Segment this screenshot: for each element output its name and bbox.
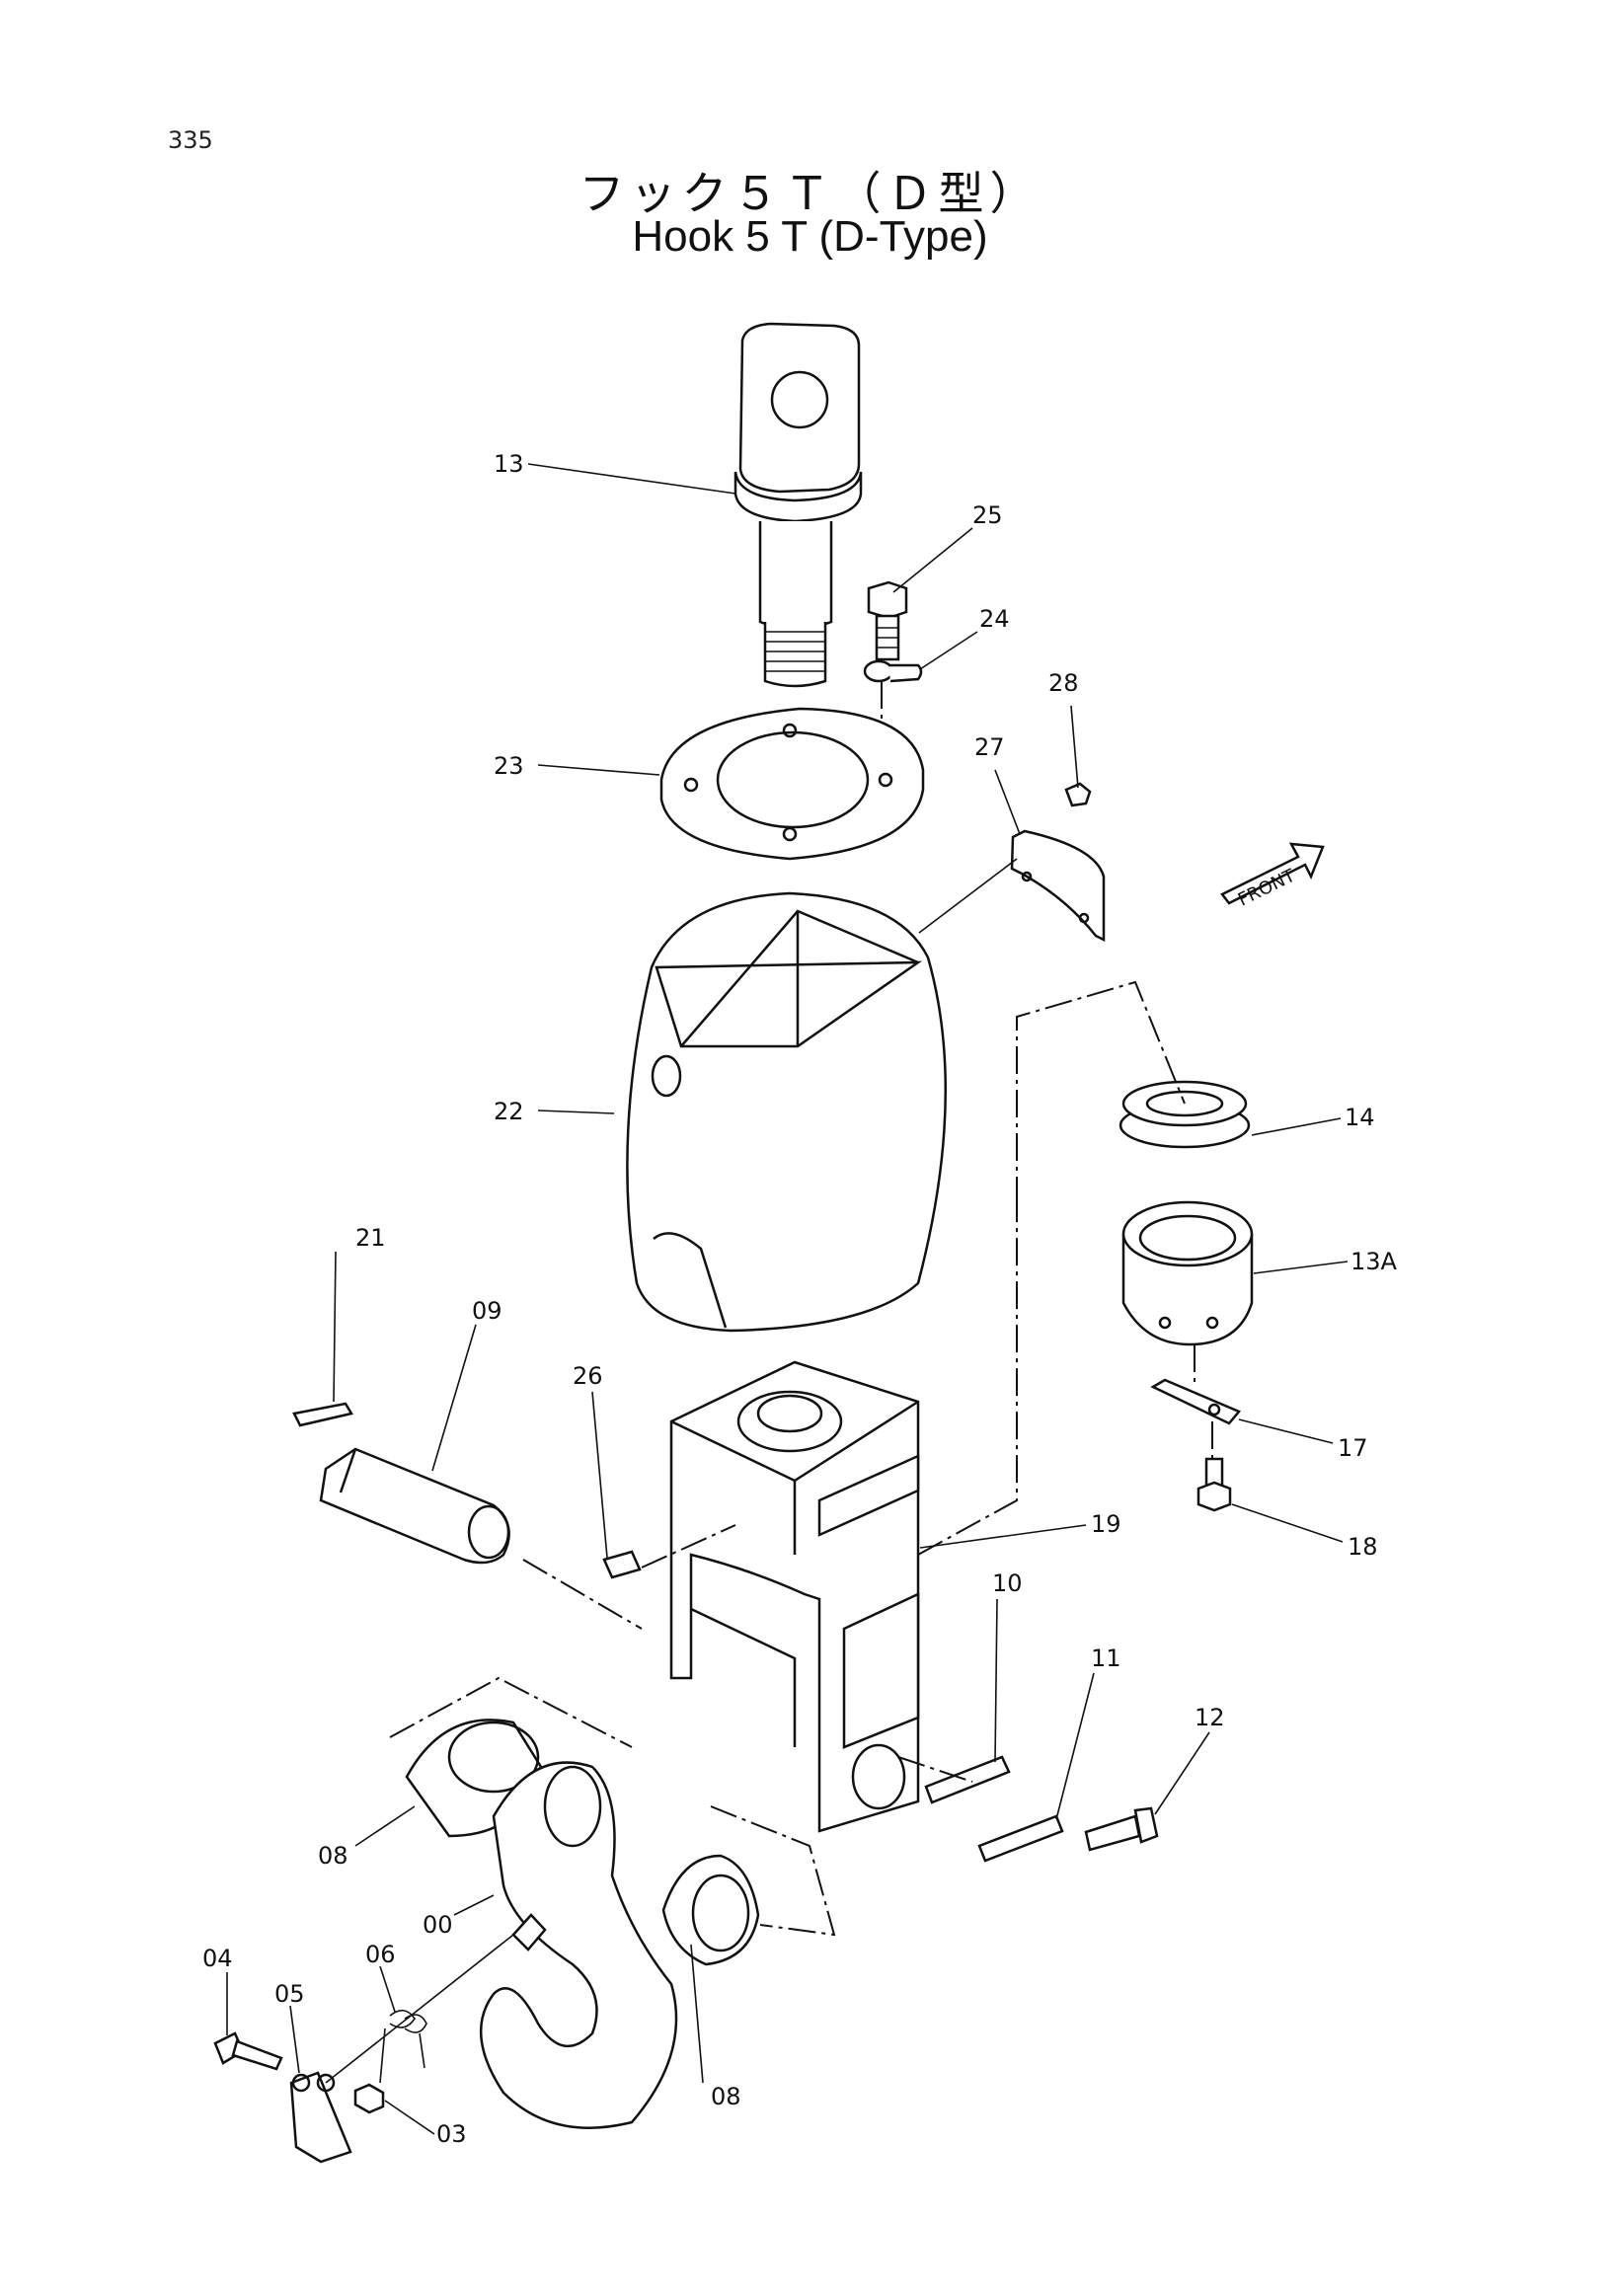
part-19-frame (669, 1360, 920, 1833)
part-03-nut (353, 2083, 385, 2114)
part-08-bushing-right (661, 1854, 760, 1966)
assembly-line-plate (897, 1756, 973, 1783)
part-27-cover-plate (1010, 829, 1106, 943)
label-27: 27 (974, 733, 1005, 761)
label-24: 24 (979, 605, 1010, 633)
label-22: 22 (494, 1098, 524, 1125)
label-18: 18 (1348, 1533, 1378, 1561)
assembly-line-pin (522, 1559, 643, 1630)
part-10-plate (924, 1755, 1011, 1804)
part-22-hook-housing (626, 891, 947, 1333)
label-19: 19 (1091, 1510, 1121, 1538)
part-04-bolt (213, 2031, 283, 2071)
part-13a-hook-nut (1121, 1200, 1254, 1346)
leader-lines (226, 463, 1349, 2135)
leader-27-to-22 (918, 858, 1018, 934)
part-26-grease-nipple (602, 1550, 642, 1579)
label-28: 28 (1048, 669, 1079, 697)
part-14-thrust-bearing (1119, 1080, 1251, 1149)
part-13-eye-shaft (733, 322, 863, 688)
label-04: 04 (202, 1945, 233, 1972)
label-23: 23 (494, 752, 524, 780)
part-24-lock-washer (863, 659, 923, 683)
assembly-line-bearing (1016, 980, 1186, 1204)
assembly-line-frame (917, 1204, 1018, 1556)
part-18-bolt (1196, 1457, 1232, 1512)
label-11: 11 (1091, 1645, 1121, 1672)
label-00: 00 (423, 1911, 453, 1939)
title-english: Hook 5 T (D-Type) (632, 212, 988, 261)
label-08-left: 08 (318, 1842, 348, 1870)
label-17: 17 (1338, 1434, 1368, 1462)
label-05: 05 (274, 1980, 305, 2008)
label-26: 26 (573, 1362, 603, 1390)
title-japanese: フック５Ｔ（Ｄ型） (579, 167, 1041, 220)
assembly-line-nipple (641, 1524, 736, 1569)
label-06: 06 (365, 1941, 396, 1968)
label-09: 09 (472, 1297, 502, 1325)
part-25-bolt (867, 580, 908, 661)
label-25: 25 (972, 501, 1003, 529)
assembly-line-bushing (389, 1676, 633, 1748)
part-23-retainer-plate (659, 707, 925, 861)
part-09-pin (319, 1447, 510, 1565)
front-direction-arrow: FRONT (1220, 842, 1325, 911)
label-08-right: 08 (711, 2083, 741, 2110)
part-00-hook (479, 1761, 678, 2129)
label-21: 21 (355, 1224, 386, 1252)
label-10: 10 (992, 1569, 1023, 1597)
page-number: 335 (168, 126, 213, 154)
label-14: 14 (1345, 1104, 1375, 1131)
part-12-bolt (1084, 1806, 1159, 1852)
part-17-lock-plate (1150, 1378, 1242, 1425)
assembly-line-latch (325, 1934, 514, 2084)
assembly-line-bushing-right (710, 1805, 836, 1937)
part-21-key (292, 1402, 353, 1427)
label-03: 03 (436, 2120, 467, 2148)
label-13a: 13A (1350, 1248, 1398, 1275)
label-13: 13 (494, 450, 524, 478)
label-12: 12 (1195, 1704, 1225, 1731)
part-11-plate (977, 1814, 1064, 1863)
part-05-latch (289, 2071, 352, 2164)
